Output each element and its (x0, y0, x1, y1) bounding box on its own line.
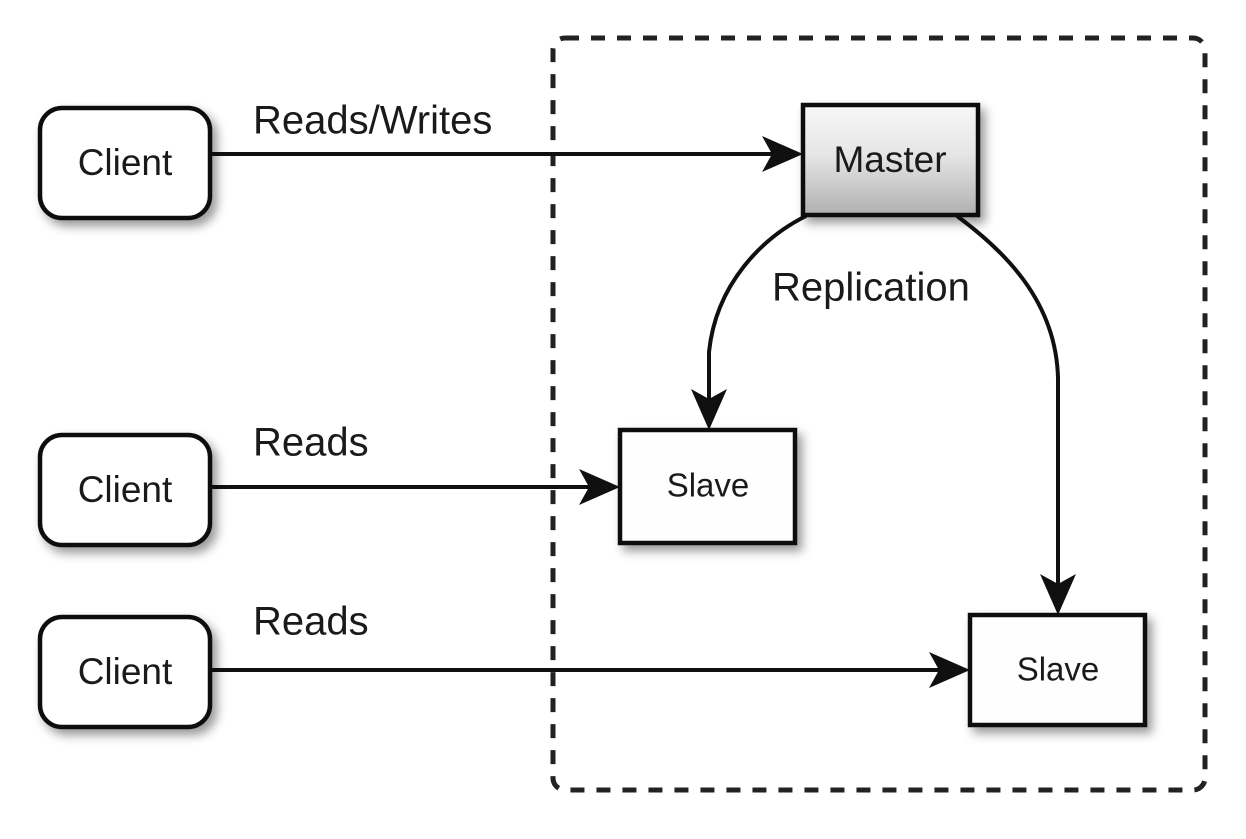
slave-1-box[interactable] (617, 427, 798, 546)
arrowhead-into-master (762, 136, 803, 172)
database-cluster-boundary (550, 35, 1208, 793)
client-3-label: Client (78, 651, 173, 692)
arrowhead-into-slave1-left (579, 469, 620, 505)
client-2-label: Client (78, 469, 173, 510)
client-2-box[interactable] (37, 432, 213, 548)
edge-master-to-slave1 (691, 214, 807, 430)
edge-master-to-slave2 (955, 214, 1076, 615)
slave-2-label: Slave (1017, 651, 1100, 688)
edge-label-reads-bottom: Reads (253, 600, 369, 644)
node-client-1[interactable]: Client (37, 105, 213, 221)
master-label: Master (833, 139, 946, 180)
slave-2-box[interactable] (967, 612, 1148, 728)
edge-curve-replication-right (955, 214, 1060, 595)
edge-client3-to-slave2 (210, 652, 970, 688)
edge-label-replication: Replication (772, 266, 970, 310)
client-1-box[interactable] (37, 105, 213, 221)
edge-client2-to-slave1 (210, 469, 620, 505)
client-3-box[interactable] (37, 614, 213, 730)
node-client-3[interactable]: Client (37, 614, 213, 730)
arrowhead-into-slave2-top (1040, 574, 1076, 615)
node-slave-2[interactable]: Slave (967, 612, 1148, 728)
edge-label-reads-writes: Reads/Writes (253, 99, 492, 143)
master-box[interactable] (800, 102, 981, 218)
edge-client1-to-master (210, 136, 803, 172)
node-slave-1[interactable]: Slave (617, 427, 798, 546)
client-1-label: Client (78, 142, 173, 183)
edge-label-reads-middle: Reads (253, 421, 369, 465)
node-master[interactable]: Master (800, 102, 981, 218)
node-client-2[interactable]: Client (37, 432, 213, 548)
arrowhead-into-slave1-top (691, 389, 727, 430)
slave-1-label: Slave (667, 467, 750, 504)
arrowhead-into-slave2-left (929, 652, 970, 688)
edge-curve-replication-left (707, 214, 807, 410)
